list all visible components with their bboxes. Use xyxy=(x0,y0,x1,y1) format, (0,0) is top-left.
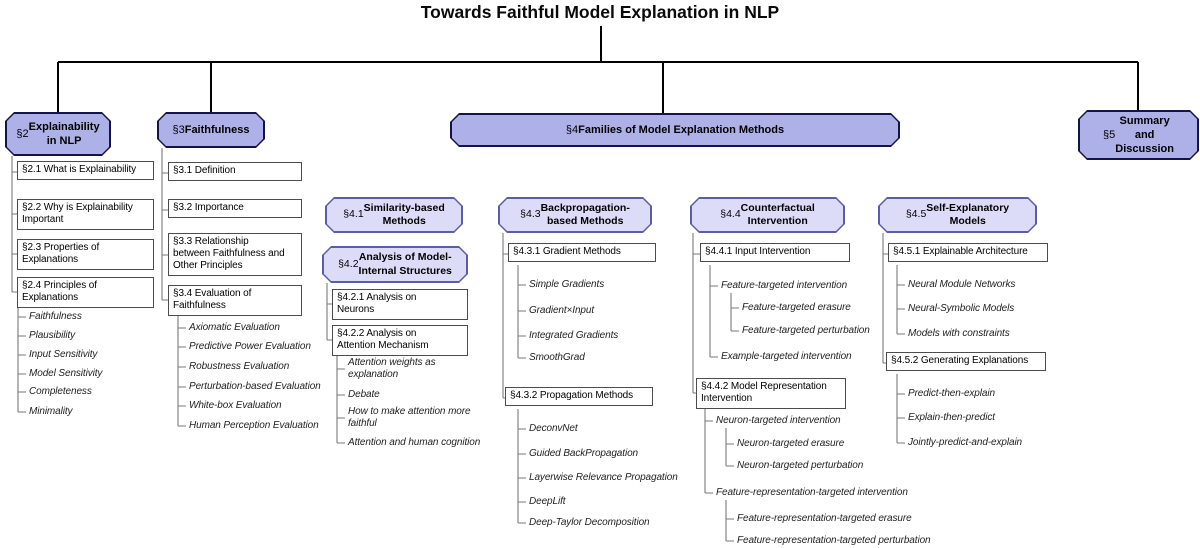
leaf-item: Models with constraints xyxy=(908,328,1010,339)
leaf-item: How to make attention more faithful xyxy=(348,406,471,429)
section-title: Counterfactual Intervention xyxy=(740,201,815,227)
leaf-item: Neural Module Networks xyxy=(908,279,1016,290)
leaf-item: Feature-representation-targeted erasure xyxy=(737,513,912,524)
subsection-box-4-4-1: §4.4.1 Input Intervention xyxy=(700,243,850,262)
section-title: Similarity-based Methods xyxy=(363,201,445,227)
leaf-item: Axiomatic Evaluation xyxy=(189,322,280,333)
subsection-box-4-3-1: §4.3.1 Gradient Methods xyxy=(508,243,656,262)
section-number: §4.1 xyxy=(343,208,364,221)
section-title: Faithfulness xyxy=(184,123,250,136)
leaf-item: Gradient×Input xyxy=(529,305,595,316)
leaf-item: Robustness Evaluation xyxy=(189,361,290,372)
section-number: §4.3 xyxy=(520,208,541,221)
leaf-item: Layerwise Relevance Propagation xyxy=(529,472,678,483)
leaf-item: Predict-then-explain xyxy=(908,388,995,399)
section-title: Summary and Discussion xyxy=(1115,114,1174,156)
subsection-box-4-5-1: §4.5.1 Explainable Architecture xyxy=(888,243,1048,262)
leaf-item: Example-targeted intervention xyxy=(721,351,852,362)
leaf-item: Guided BackPropagation xyxy=(529,448,638,459)
section-node-4-5: §4.5 Self-Explanatory Models xyxy=(878,197,1037,233)
leaf-item: Neuron-targeted erasure xyxy=(737,438,845,449)
leaf-item: DeconvNet xyxy=(529,423,578,434)
leaf-item: Perturbation-based Evaluation xyxy=(189,381,321,392)
leaf-item: Neuron-targeted perturbation xyxy=(737,460,864,471)
leaf-item: Model Sensitivity xyxy=(29,368,103,379)
section-node-4: §4 Families of Model Explanation Methods xyxy=(450,113,900,147)
section-node-3: §3 Faithfulness xyxy=(157,112,265,148)
subsection-box-3-3: §3.3 Relationship between Faithfulness a… xyxy=(168,233,302,276)
leaf-item: Feature-representation-targeted interven… xyxy=(716,487,908,498)
section-number: §4.2 xyxy=(338,257,359,270)
section-node-4-3: §4.3 Backpropagation- based Methods xyxy=(498,197,652,233)
leaf-item: Explain-then-predict xyxy=(908,412,995,423)
subsection-box-4-3-2: §4.3.2 Propagation Methods xyxy=(505,387,653,406)
leaf-item: Completeness xyxy=(29,386,92,397)
leaf-item: Deep-Taylor Decomposition xyxy=(529,517,650,528)
leaf-item: Minimality xyxy=(29,406,73,417)
leaf-item: Integrated Gradients xyxy=(529,330,619,341)
subsection-box-2-4: §2.4 Principles of Explanations xyxy=(17,277,154,308)
leaf-item: Faithfulness xyxy=(29,311,82,322)
leaf-item: Neural-Symbolic Models xyxy=(908,303,1015,314)
section-title: Backpropagation- based Methods xyxy=(540,201,630,227)
subsection-box-3-4: §3.4 Evaluation of Faithfulness xyxy=(168,285,302,316)
leaf-item: Neuron-targeted intervention xyxy=(716,415,841,426)
section-number: §4 xyxy=(565,123,579,136)
subsection-box-2-1: §2.1 What is Explainability xyxy=(17,161,154,180)
section-title: Analysis of Model- Internal Structures xyxy=(358,251,452,277)
leaf-item: SmoothGrad xyxy=(529,352,585,363)
leaf-item: Feature-targeted erasure xyxy=(742,302,851,313)
leaf-item: Plausibility xyxy=(29,330,76,341)
section-node-4-1: §4.1 Similarity-based Methods xyxy=(325,197,463,233)
section-number: §4.5 xyxy=(905,208,927,221)
subsection-box-2-3: §2.3 Properties of Explanations xyxy=(17,239,154,270)
leaf-item: Attention weights as explanation xyxy=(348,357,436,380)
leaf-item: Input Sensitivity xyxy=(29,349,98,360)
subsection-box-4-2-1: §4.2.1 Analysis on Neurons xyxy=(332,289,468,320)
leaf-item: White-box Evaluation xyxy=(189,400,282,411)
subsection-box-4-2-2: §4.2.2 Analysis on Attention Mechanism xyxy=(332,325,468,356)
leaf-item: DeepLift xyxy=(529,496,566,507)
leaf-item: Feature-targeted intervention xyxy=(721,280,848,291)
leaf-item: Debate xyxy=(348,389,380,400)
subsection-box-3-1: §3.1 Definition xyxy=(168,162,302,181)
leaf-item: Feature-representation-targeted perturba… xyxy=(737,535,931,546)
section-number: §4.4 xyxy=(720,208,741,221)
section-node-5: §5 Summary and Discussion xyxy=(1078,110,1199,160)
section-title: Self-Explanatory Models xyxy=(926,201,1010,227)
leaf-item: Human Perception Evaluation xyxy=(189,420,319,431)
leaf-item: Jointly-predict-and-explain xyxy=(908,437,1023,448)
diagram-title: Towards Faithful Model Explanation in NL… xyxy=(420,2,780,22)
subsection-box-3-2: §3.2 Importance xyxy=(168,199,302,218)
subsection-box-4-5-2: §4.5.2 Generating Explanations xyxy=(886,352,1046,371)
section-number: §3 xyxy=(172,123,185,136)
section-node-2: §2 Explainability in NLP xyxy=(5,112,111,156)
leaf-item: Feature-targeted perturbation xyxy=(742,325,870,336)
subsection-box-4-4-2: §4.4.2 Model Representation Intervention xyxy=(696,378,846,409)
leaf-item: Predictive Power Evaluation xyxy=(189,341,311,352)
subsection-box-2-2: §2.2 Why is Explainability Important xyxy=(17,199,154,230)
section-node-4-2: §4.2 Analysis of Model- Internal Structu… xyxy=(322,246,468,283)
section-number: §2 xyxy=(16,127,29,140)
leaf-item: Simple Gradients xyxy=(529,279,605,290)
section-title: Explainability in NLP xyxy=(28,120,100,147)
section-node-4-4: §4.4 Counterfactual Intervention xyxy=(690,197,845,233)
section-number: §5 xyxy=(1103,128,1116,141)
leaf-item: Attention and human cognition xyxy=(348,437,481,448)
section-title: Families of Model Explanation Methods xyxy=(578,123,785,136)
